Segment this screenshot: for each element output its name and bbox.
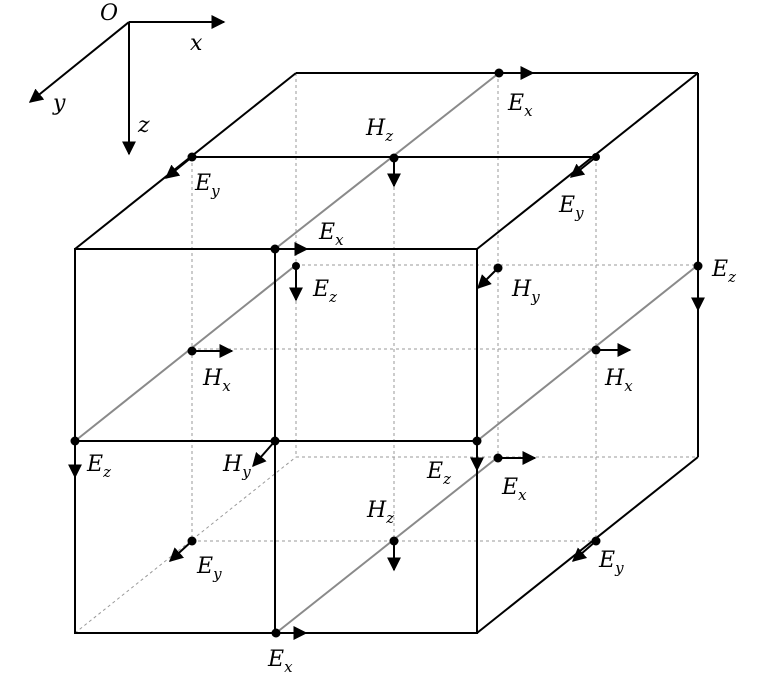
label-hz-bottom: Hz — [366, 498, 394, 527]
axis-y-label: y — [52, 91, 66, 116]
field-labels: Ex Hz Ey Ey Ex Ez Hy Ez Hx Hx Ez Hy Ez E… — [86, 91, 736, 676]
field-vectors — [68, 66, 705, 640]
label-ez-center-right: Ez — [426, 459, 451, 488]
label-ez-mid-center: Ez — [312, 277, 337, 306]
label-ex-center-right: Ex — [501, 475, 527, 504]
y-axis-arrow — [28, 21, 130, 103]
coordinate-axes — [28, 15, 226, 156]
label-hy-center: Hy — [222, 452, 251, 481]
ey-bottom-right-arrow — [571, 540, 597, 562]
label-hz-top: Hz — [365, 116, 393, 145]
label-ez-left: Ez — [86, 452, 111, 481]
label-ex-top-front: Ex — [318, 220, 344, 249]
axis-z-label: z — [137, 113, 150, 138]
label-ey-bottom-right: Ey — [598, 548, 624, 577]
label-ex-top-back: Ex — [507, 91, 533, 120]
label-ez-right: Ez — [711, 257, 736, 286]
label-hx-right: Hx — [604, 366, 633, 395]
hy-mid-right-arrow — [477, 267, 499, 289]
axis-origin-label: O — [100, 1, 118, 26]
field-sample-points — [70, 68, 703, 638]
label-hy-mid-right: Hy — [511, 277, 540, 306]
axis-x-label: x — [190, 31, 203, 56]
label-ey-bottom-left: Ey — [196, 554, 222, 583]
ey-top-right-arrow — [569, 156, 597, 178]
label-hx-left: Hx — [202, 366, 231, 395]
hy-center-arrow — [252, 440, 276, 468]
label-ey-top-left: Ey — [194, 171, 220, 200]
y-direction-grid-lines — [74, 72, 699, 634]
label-ex-bottom: Ex — [267, 647, 293, 676]
ey-top-left-arrow — [164, 156, 193, 179]
ey-bottom-left-arrow — [168, 540, 193, 562]
label-ey-top-right: Ey — [558, 193, 584, 222]
